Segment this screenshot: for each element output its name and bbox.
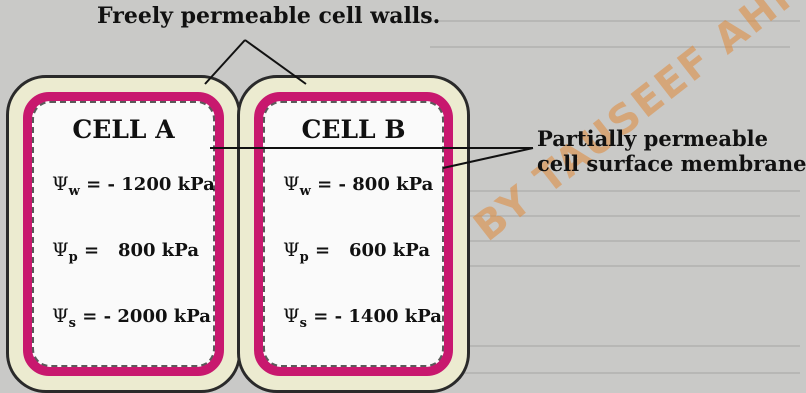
wall-pointer-a xyxy=(205,40,245,84)
wall-pointer-b xyxy=(245,40,306,84)
membrane-pointer-b xyxy=(443,148,533,168)
